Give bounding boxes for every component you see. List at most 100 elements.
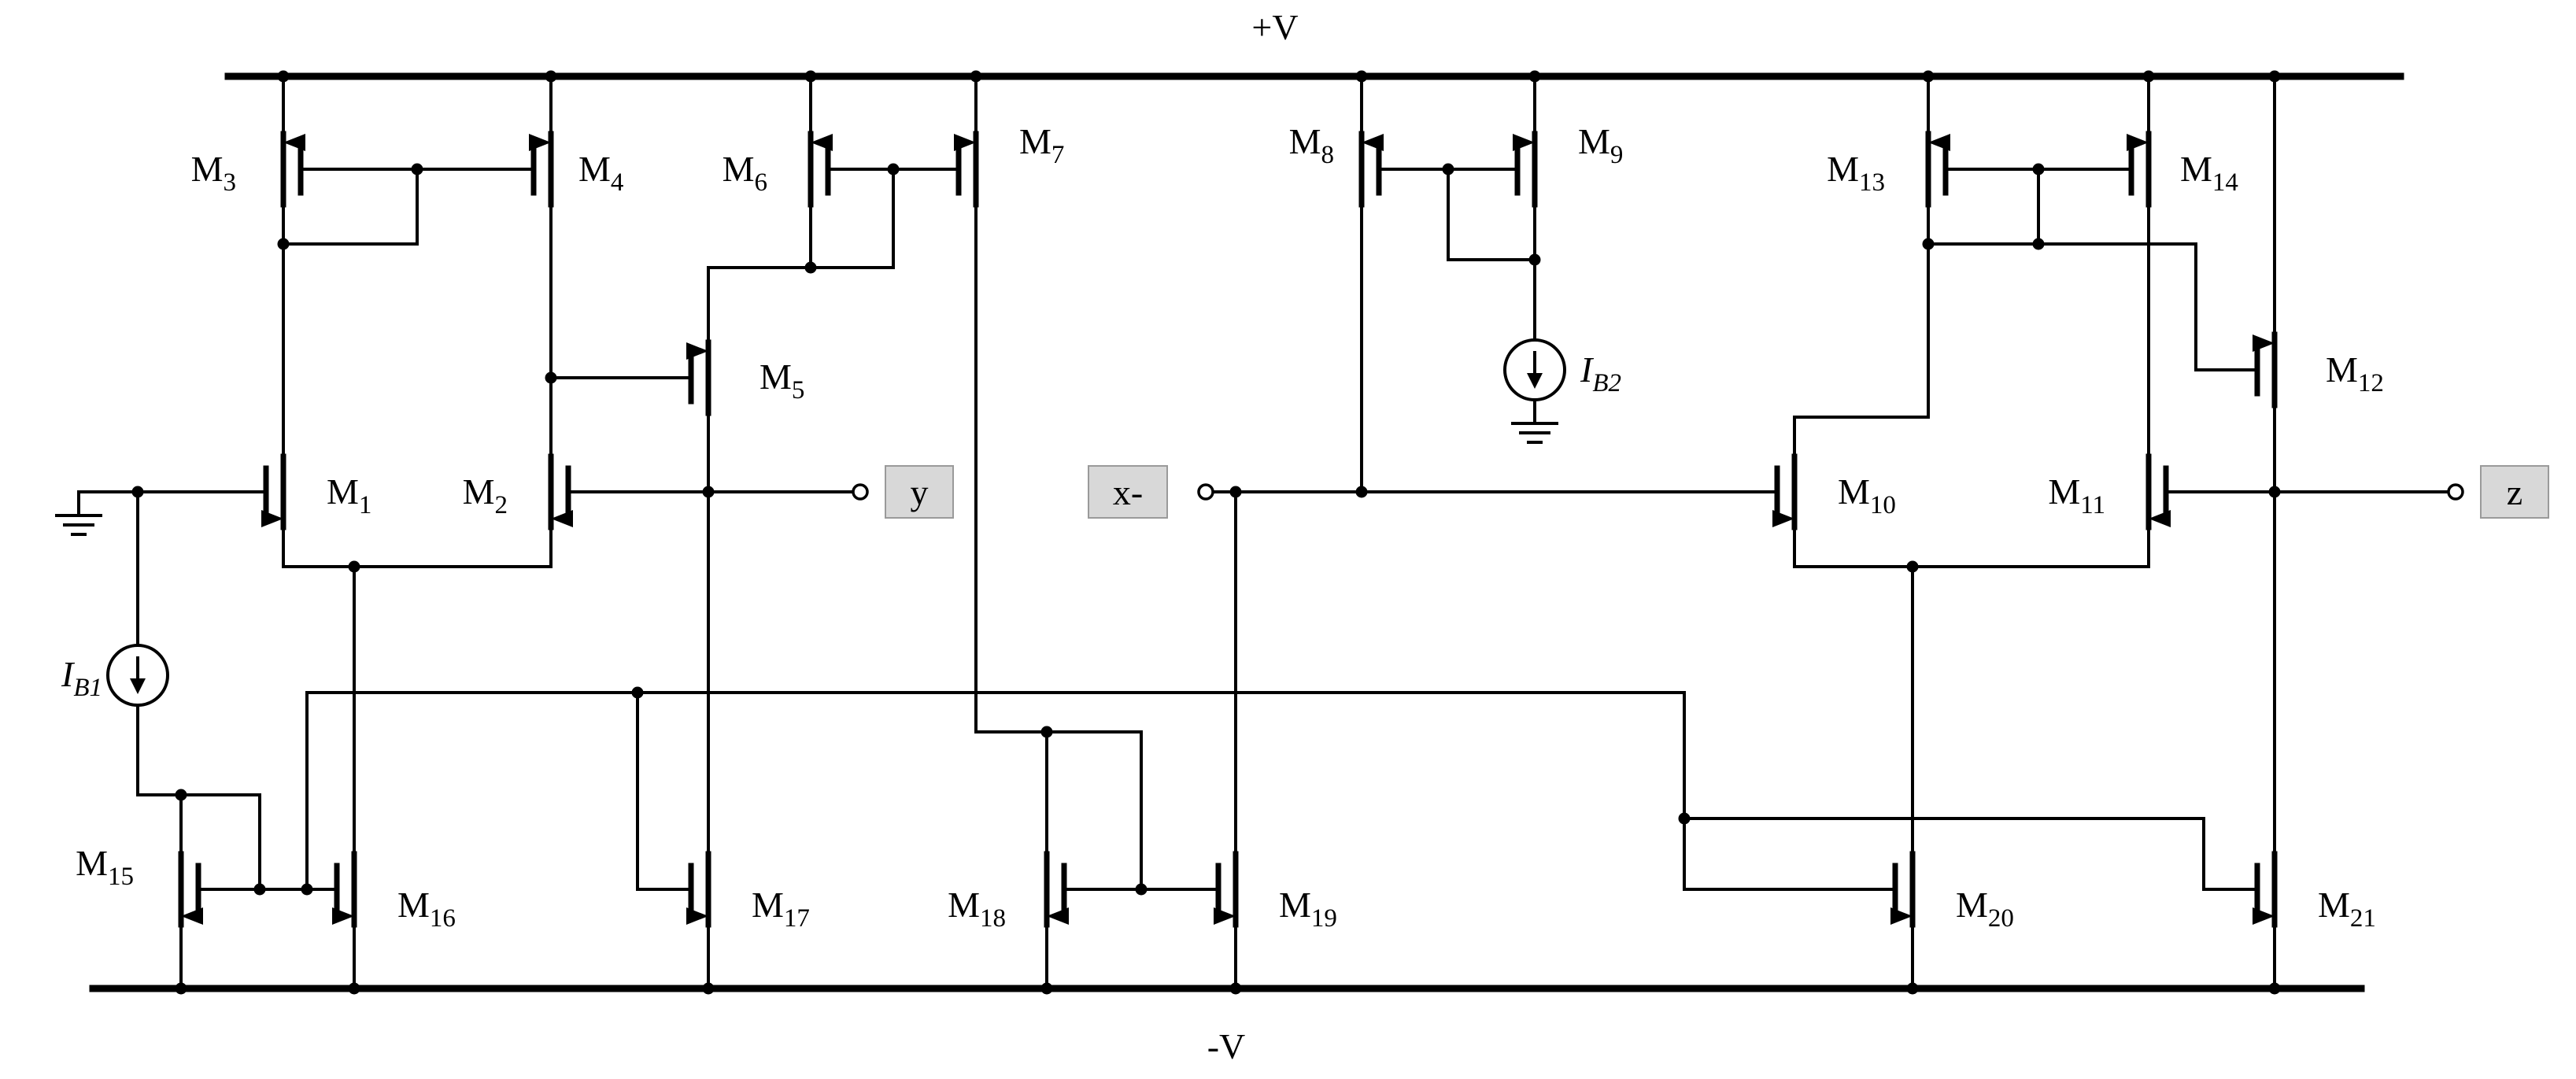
terminal-x-label: x- [1113,472,1143,512]
current-source-ib1-label: IB1 [61,654,102,702]
transistor-m20-label: M [1956,885,1988,925]
transistor-m3-symbol [283,134,305,205]
junction-dots [2032,238,2045,250]
transistor-m21-label: M21 [2318,885,2376,933]
junction-dots [970,70,982,83]
transistor-m6-symbol [811,134,833,151]
transistor-m9-symbol [1513,134,1535,205]
transistor-m2-symbol [551,456,573,527]
junction-dots [348,982,360,995]
transistor-m7-symbol [954,134,976,151]
terminal-z-label: z [2507,472,2522,512]
transistor-m2-label: 2 [495,491,508,519]
junction-dots [631,686,644,699]
junction-dots [804,261,817,274]
transistor-m15-label: M15 [76,843,134,891]
transistor-m12-symbol [2253,334,2275,352]
transistor-m19-label: M19 [1279,885,1337,933]
terminal-z-box [2480,465,2549,519]
labels: +V -V IB1 IB2 M1 M2 M3 M4 M5 M6 M7 M8 M9… [61,7,2384,1066]
transistor-m9-label: M [1578,121,1610,161]
transistor-m12-label: M [2326,349,2358,390]
transistor-m12-label: 12 [2358,369,2384,397]
terminal-z-node [2447,483,2464,501]
transistor-m11-symbol [2149,510,2171,527]
transistor-m13-label: M [1827,149,1859,189]
transistor-m21-label: 21 [2350,904,2376,933]
transistor-m18-label: 18 [980,904,1006,933]
transistor-m8-symbol [1362,134,1384,151]
transistor-m16-label: 16 [430,904,456,933]
transistor-m14-label: M14 [2180,149,2238,197]
transistor-m13-symbol [1928,134,1950,151]
junction-dots [1528,253,1541,266]
junction-dots [702,486,715,498]
current-source-ib2-label: IB2 [1580,349,1621,397]
transistor-m13-symbol [1928,134,1950,205]
junction-dots [545,371,557,384]
current-source-ib1-label: I [61,654,76,694]
terminal-y-label: y [911,472,929,512]
transistor-m20-symbol [1890,907,1913,925]
transistor-m21-symbol [2253,907,2275,925]
transistor-m9-label: 9 [1610,141,1624,169]
transistor-m5-symbol [686,342,708,413]
terminals: y x- z [852,465,2549,519]
junction-dots [2268,70,2281,83]
transistor-m8-label: M [1289,121,1321,161]
transistor-m14-label: 14 [2212,168,2238,197]
negative-supply-label: -V [1207,1026,1246,1066]
junction-dots [175,789,187,801]
transistor-m3-label: M3 [191,149,236,197]
junction-dots [175,982,187,995]
transistor-m16-symbol [332,854,354,925]
transistor-m7-symbol [954,134,976,205]
transistor-m20-label: 20 [1988,904,2014,933]
transistor-symbols [181,134,2275,925]
terminal-x-node [1197,483,1214,501]
terminal-y-box [885,465,954,519]
supply-rails [89,72,2404,992]
transistor-m4-symbol [529,134,551,205]
transistor-m6-label: M6 [723,149,767,197]
transistor-m4-symbol [529,134,551,151]
transistor-m8-symbol [1362,134,1384,205]
junction-dots [2142,70,2155,83]
transistor-m1-symbol [261,510,283,527]
transistor-m4-label: M4 [578,149,623,197]
transistor-m10-label: M10 [1838,471,1896,519]
transistor-m10-symbol [1772,456,1794,527]
ground-symbol-left [55,490,102,536]
transistor-m19-symbol [1214,854,1236,925]
junction-dots [1442,163,1454,176]
positive-supply-label: +V [1251,7,1298,47]
junction-dots [253,883,266,896]
transistor-m20-label: M20 [1956,885,2014,933]
transistor-m9-label: M9 [1578,121,1623,169]
junction-dots [1678,812,1691,825]
junction-dots [1040,726,1053,738]
transistor-m18-label: M18 [948,885,1006,933]
transistor-m11-symbol [2149,456,2171,527]
junction-dots [1229,486,1242,498]
transistor-m11-label: M [2048,471,2080,512]
transistor-m15-label: M [76,843,108,883]
transistor-m14-symbol [2127,134,2149,151]
transistor-m13-label: M13 [1827,149,1885,197]
junction-dots [131,486,144,498]
transistor-m4-label: 4 [611,168,624,197]
transistor-m19-label: 19 [1311,904,1337,933]
transistor-m18-symbol [1047,854,1069,925]
transistor-m5-label: M [759,357,792,397]
ground-symbol-left [55,490,102,536]
junction-dots [2268,486,2281,498]
junction-dots [1229,982,1242,995]
transistor-m10-label: 10 [1870,491,1896,519]
junction-dots [1906,982,1919,995]
current-source-ib1 [106,644,169,707]
junction-dots [301,883,313,896]
transistor-m2-symbol [551,510,573,527]
transistor-m3-symbol [283,134,305,151]
transistor-m14-symbol [2127,134,2149,205]
